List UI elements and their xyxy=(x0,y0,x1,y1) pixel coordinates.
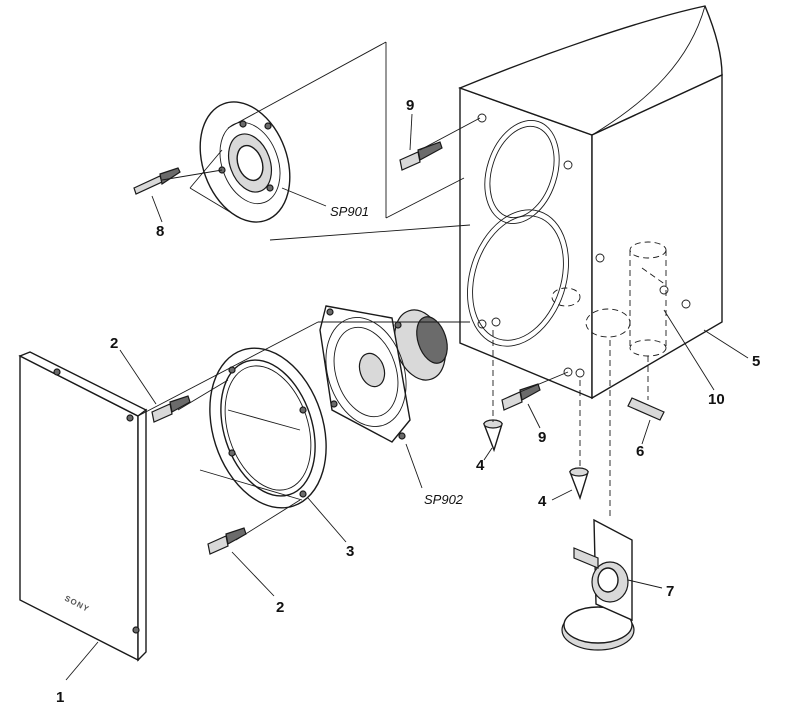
screw-2-upper xyxy=(151,395,191,423)
screw-9-lower xyxy=(501,383,541,411)
callout-1: 1 xyxy=(56,689,64,706)
spike-foot-right xyxy=(568,467,589,501)
callout-6: 6 xyxy=(636,443,644,460)
callout-9-upper: 9 xyxy=(406,97,414,114)
callout-4-right: 4 xyxy=(538,493,547,510)
callout-2-lower: 2 xyxy=(276,599,284,616)
speaker-cabinet xyxy=(458,5,723,400)
screw-8 xyxy=(133,167,181,195)
woofer-mounting-ring xyxy=(209,347,327,509)
assembly-lines xyxy=(137,41,649,541)
screw-2-lower xyxy=(207,527,247,555)
guide-pin xyxy=(627,397,665,421)
callout-leaders xyxy=(65,113,749,681)
callout-9-lower: 9 xyxy=(538,429,546,446)
front-grille: SONY xyxy=(18,351,148,662)
callout-8: 8 xyxy=(156,223,164,240)
callout-2-upper: 2 xyxy=(110,335,118,352)
spike-foot-left xyxy=(482,419,503,453)
woofer-driver xyxy=(319,305,448,443)
reference-sp901: SP901 xyxy=(330,204,369,219)
tweeter-driver xyxy=(199,101,291,223)
reference-sp902: SP902 xyxy=(424,492,464,507)
speaker-stand xyxy=(561,518,635,651)
screw-9-upper xyxy=(399,141,443,171)
callout-5: 5 xyxy=(752,353,760,370)
callout-10: 10 xyxy=(708,391,725,408)
callout-3: 3 xyxy=(346,543,354,560)
callout-7: 7 xyxy=(666,583,674,600)
callout-4-left: 4 xyxy=(476,457,485,474)
